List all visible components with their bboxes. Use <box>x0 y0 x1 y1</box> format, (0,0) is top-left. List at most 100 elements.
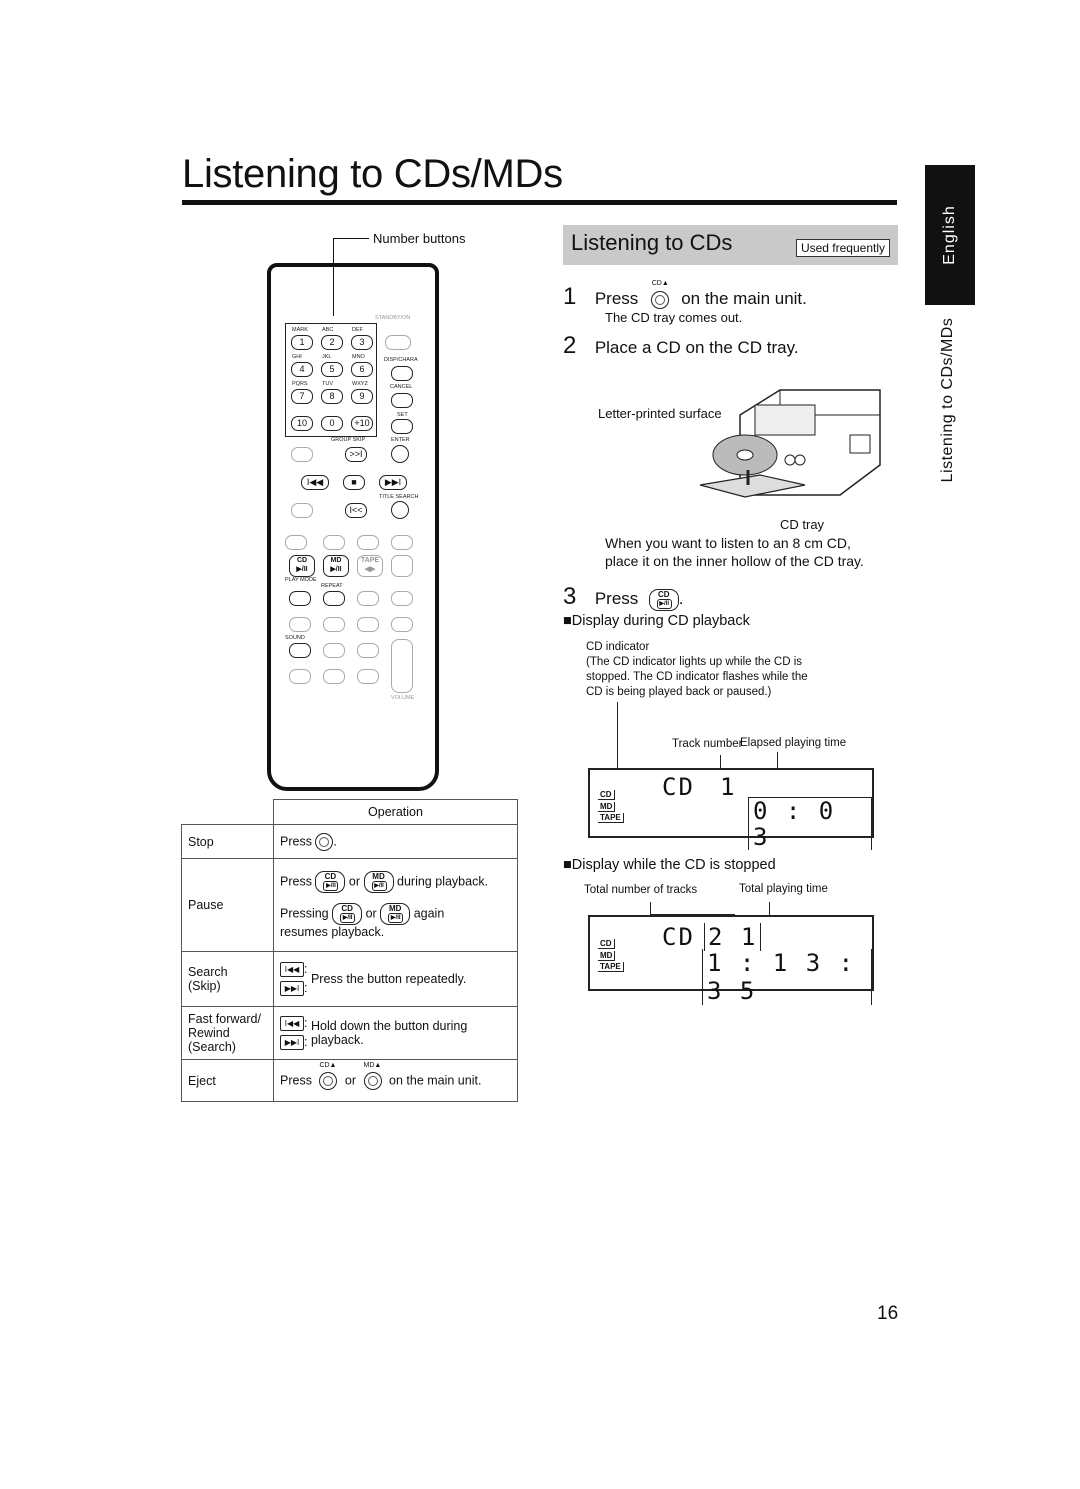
tape-button[interactable]: TAPE◀▶ <box>357 555 383 577</box>
op-desc: Press . <box>273 824 518 859</box>
play-mode-button[interactable] <box>289 591 311 606</box>
lp-button[interactable] <box>285 535 307 550</box>
md-play-button[interactable]: MD▶/II <box>323 555 349 577</box>
group-button[interactable] <box>391 535 413 550</box>
number-button-5[interactable]: 6 <box>351 362 373 377</box>
volume-rocker[interactable] <box>391 639 413 693</box>
disp-chara-label: DISP/CHARA <box>384 357 418 363</box>
prev-button-icon: I◀◀ <box>280 962 304 977</box>
bass-treble-button[interactable] <box>357 669 379 684</box>
step-1: 1 Press CD▲ on the main unit. <box>563 280 807 311</box>
cd-play-pause-icon: CD▶/II <box>315 871 346 893</box>
title-search-label: TITLE SEARCH <box>379 494 419 500</box>
leader-line <box>650 902 651 914</box>
elapsed-time-label: Elapsed playing time <box>740 737 847 749</box>
numpad-letters: DEF <box>352 327 363 333</box>
sound-label: SOUND <box>285 635 305 641</box>
stopped-lcd: CD MD TAPE CD 2 1 1 : 1 3 : 3 5 <box>588 915 874 1005</box>
op-name: Stop <box>181 824 274 859</box>
repeat-button[interactable] <box>323 591 345 606</box>
reverse-mode-button[interactable] <box>357 591 379 606</box>
callout-line <box>333 238 369 239</box>
number-button-0[interactable]: 1 <box>291 335 313 350</box>
numpad-letters: MARK <box>292 327 308 333</box>
lcd-total-time: 1 : 1 3 : 3 5 <box>702 949 872 1005</box>
numpad-letters: ABC <box>322 327 334 333</box>
md-play-pause-icon: MD▶/II <box>363 871 394 893</box>
round-button-icon <box>650 290 669 309</box>
sound-mode-button[interactable] <box>357 643 379 658</box>
fm-mode-button[interactable] <box>391 591 413 606</box>
op-name: Pause <box>181 858 274 952</box>
page-title: Listening to CDs/MDs <box>182 152 563 196</box>
number-button-8[interactable]: 9 <box>351 389 373 404</box>
language-tab-label: English <box>941 205 958 265</box>
prev-button-icon: I◀◀ <box>280 1016 304 1031</box>
numpad-letters: MNO <box>352 354 365 360</box>
number-button-4[interactable]: 5 <box>321 362 343 377</box>
tray-label: CD tray <box>780 517 825 532</box>
number-button-2[interactable]: 3 <box>351 335 373 350</box>
ahb-pro-button[interactable] <box>323 643 345 658</box>
back-button[interactable]: I<< <box>345 503 367 518</box>
disp-chara-button[interactable] <box>391 366 413 381</box>
cancel-button[interactable] <box>391 393 413 408</box>
number-button-1[interactable]: 2 <box>321 335 343 350</box>
fm-am-button[interactable] <box>391 555 413 577</box>
left-key[interactable] <box>291 447 313 462</box>
op-desc: Press CD▶/II or MD▶/II during playback. … <box>273 858 518 952</box>
speed-button[interactable] <box>323 535 345 550</box>
cd-indicator-title: CD indicator <box>586 641 650 653</box>
next-button[interactable]: ▶▶I <box>379 475 407 490</box>
step-text-pre: Press <box>594 589 639 608</box>
total-tracks-label: Total number of tracks <box>584 884 698 896</box>
sp-lp2-button[interactable] <box>357 535 379 550</box>
stop-button[interactable]: ■ <box>343 475 365 490</box>
surface-label: Letter-printed surface <box>598 406 722 421</box>
cd-play-pause-icon: CD▶/II <box>648 588 679 611</box>
table-corner <box>181 799 274 825</box>
number-button-3[interactable]: 4 <box>291 362 313 377</box>
lcd-source: CD <box>662 923 695 951</box>
dimmer-button[interactable] <box>289 669 311 684</box>
fade-muting-button[interactable] <box>391 617 413 632</box>
color-button[interactable] <box>323 669 345 684</box>
numpad-letters: GHI <box>292 354 302 360</box>
lcd-track: 1 <box>720 773 737 801</box>
title-search-button[interactable] <box>391 501 409 519</box>
sound-button[interactable] <box>289 643 311 658</box>
group-title-button[interactable] <box>291 503 313 518</box>
prev-button[interactable]: I◀◀ <box>301 475 329 490</box>
standby-label: STANDBY/ON <box>375 315 411 321</box>
group-skip-button[interactable]: >>I <box>345 447 367 462</box>
number-button-10[interactable]: 0 <box>321 416 343 431</box>
clock-timer-button[interactable] <box>357 617 379 632</box>
number-button-9[interactable]: 10 <box>291 416 313 431</box>
tape-indicator: TAPE <box>598 813 624 823</box>
op-name: Fast forward/Rewind(Search) <box>181 1006 274 1060</box>
operations-table: Operation Stop Press . Pause Press CD▶/I… <box>181 799 518 1102</box>
number-button-6[interactable]: 7 <box>291 389 313 404</box>
set-button[interactable] <box>391 419 413 434</box>
leader-line <box>617 702 618 790</box>
standby-a-button[interactable] <box>289 617 311 632</box>
enter-button[interactable] <box>391 445 409 463</box>
table-header: Operation <box>273 799 518 825</box>
standby-button[interactable] <box>385 335 411 350</box>
tape-indicator: TAPE <box>598 962 624 972</box>
step-1-note: The CD tray comes out. <box>605 310 743 325</box>
cancel-label: CANCEL <box>390 384 413 390</box>
set-label: SET <box>397 412 408 418</box>
stopped-display-heading: ■Display while the CD is stopped <box>563 857 776 873</box>
sleep-button[interactable] <box>323 617 345 632</box>
numpad-letters: TUV <box>322 381 333 387</box>
step-text: Place a CD on the CD tray. <box>594 338 799 357</box>
title-rule <box>182 200 897 205</box>
op-name: Eject <box>181 1059 274 1102</box>
number-button-7[interactable]: 8 <box>321 389 343 404</box>
step-3: 3 Press CD▶/II. <box>563 583 684 611</box>
cd-play-button[interactable]: CD▶/II <box>289 555 315 577</box>
number-button-11[interactable]: +10 <box>351 416 373 431</box>
